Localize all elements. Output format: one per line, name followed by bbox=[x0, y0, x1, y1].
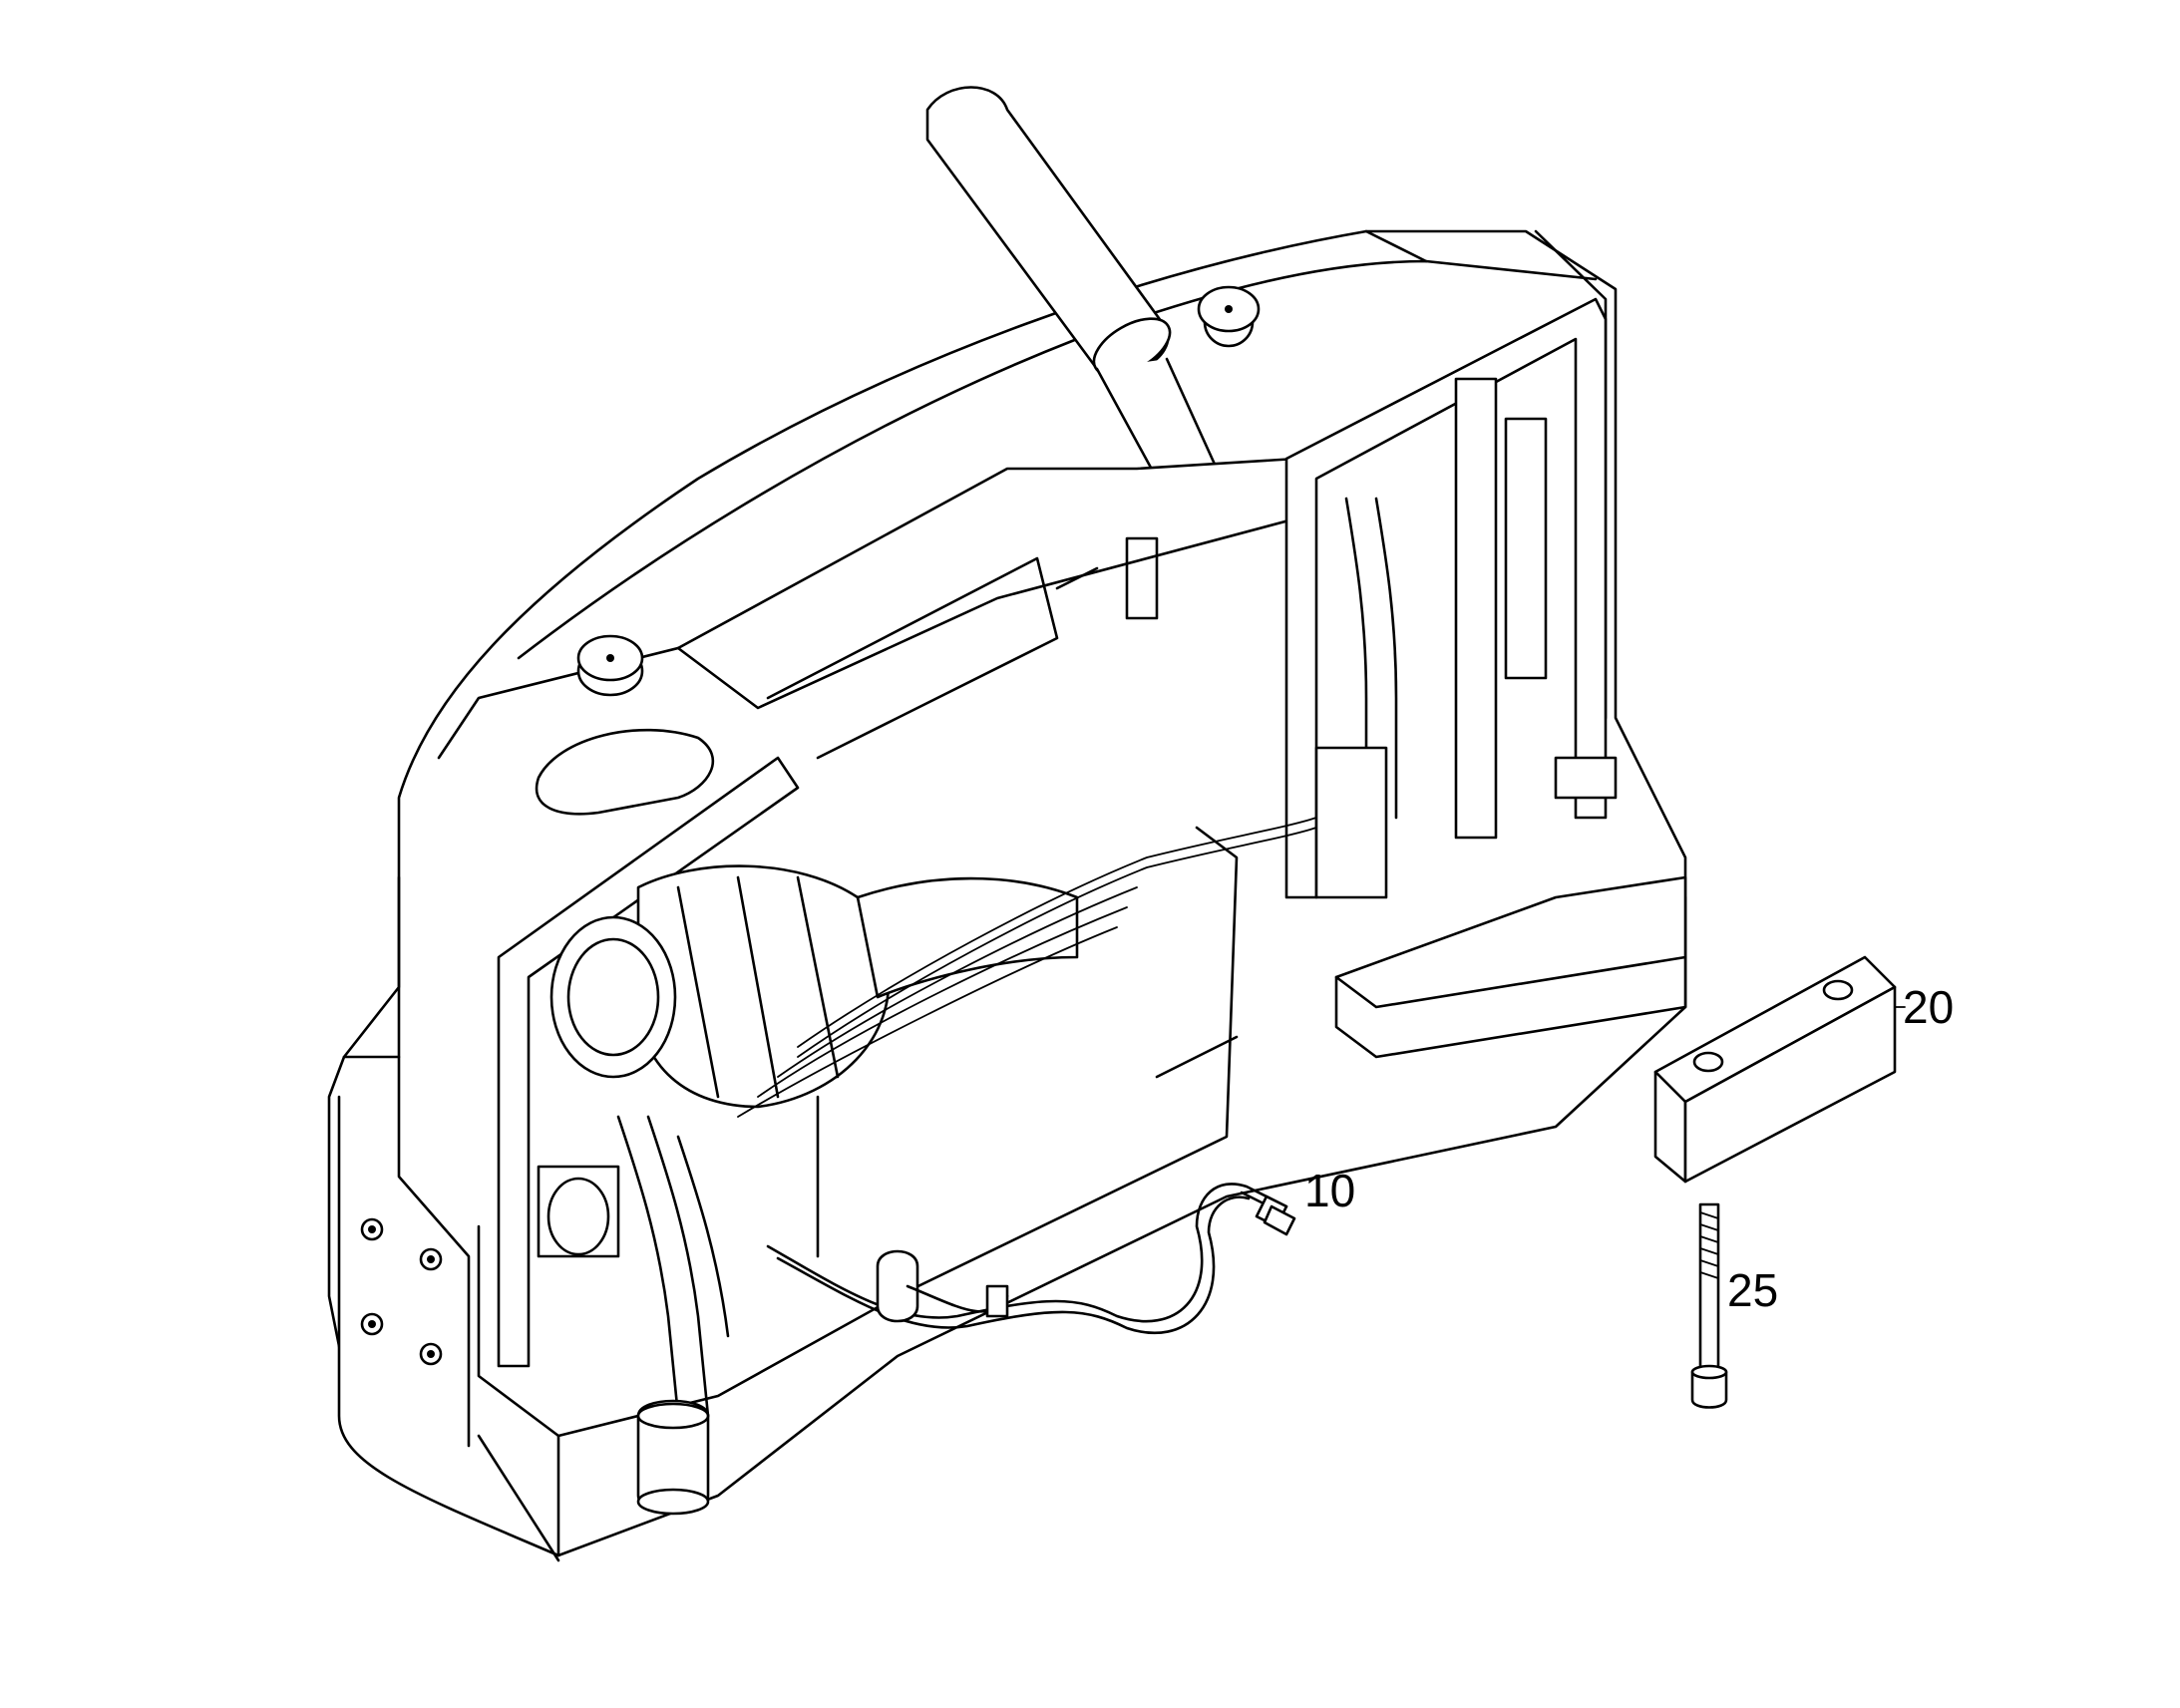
hose-bundle bbox=[616, 817, 1317, 1418]
counterweight-block-part bbox=[1653, 955, 1897, 1184]
exhaust-pipe bbox=[925, 86, 1219, 481]
bolt-holes bbox=[360, 1217, 443, 1366]
bolt-part bbox=[1690, 1202, 1728, 1409]
cover-plate bbox=[535, 728, 715, 816]
callout-20: 20 bbox=[1903, 981, 1954, 1033]
callout-25: 25 bbox=[1727, 1264, 1778, 1316]
filter-bowl bbox=[636, 1399, 710, 1516]
callout-10: 10 bbox=[1304, 1165, 1355, 1216]
air-filter bbox=[549, 864, 1079, 1109]
left-frame bbox=[497, 756, 800, 1368]
sensor-cable bbox=[766, 1183, 1296, 1334]
right-frame bbox=[1284, 297, 1618, 899]
lifting-eyes bbox=[576, 285, 1261, 697]
